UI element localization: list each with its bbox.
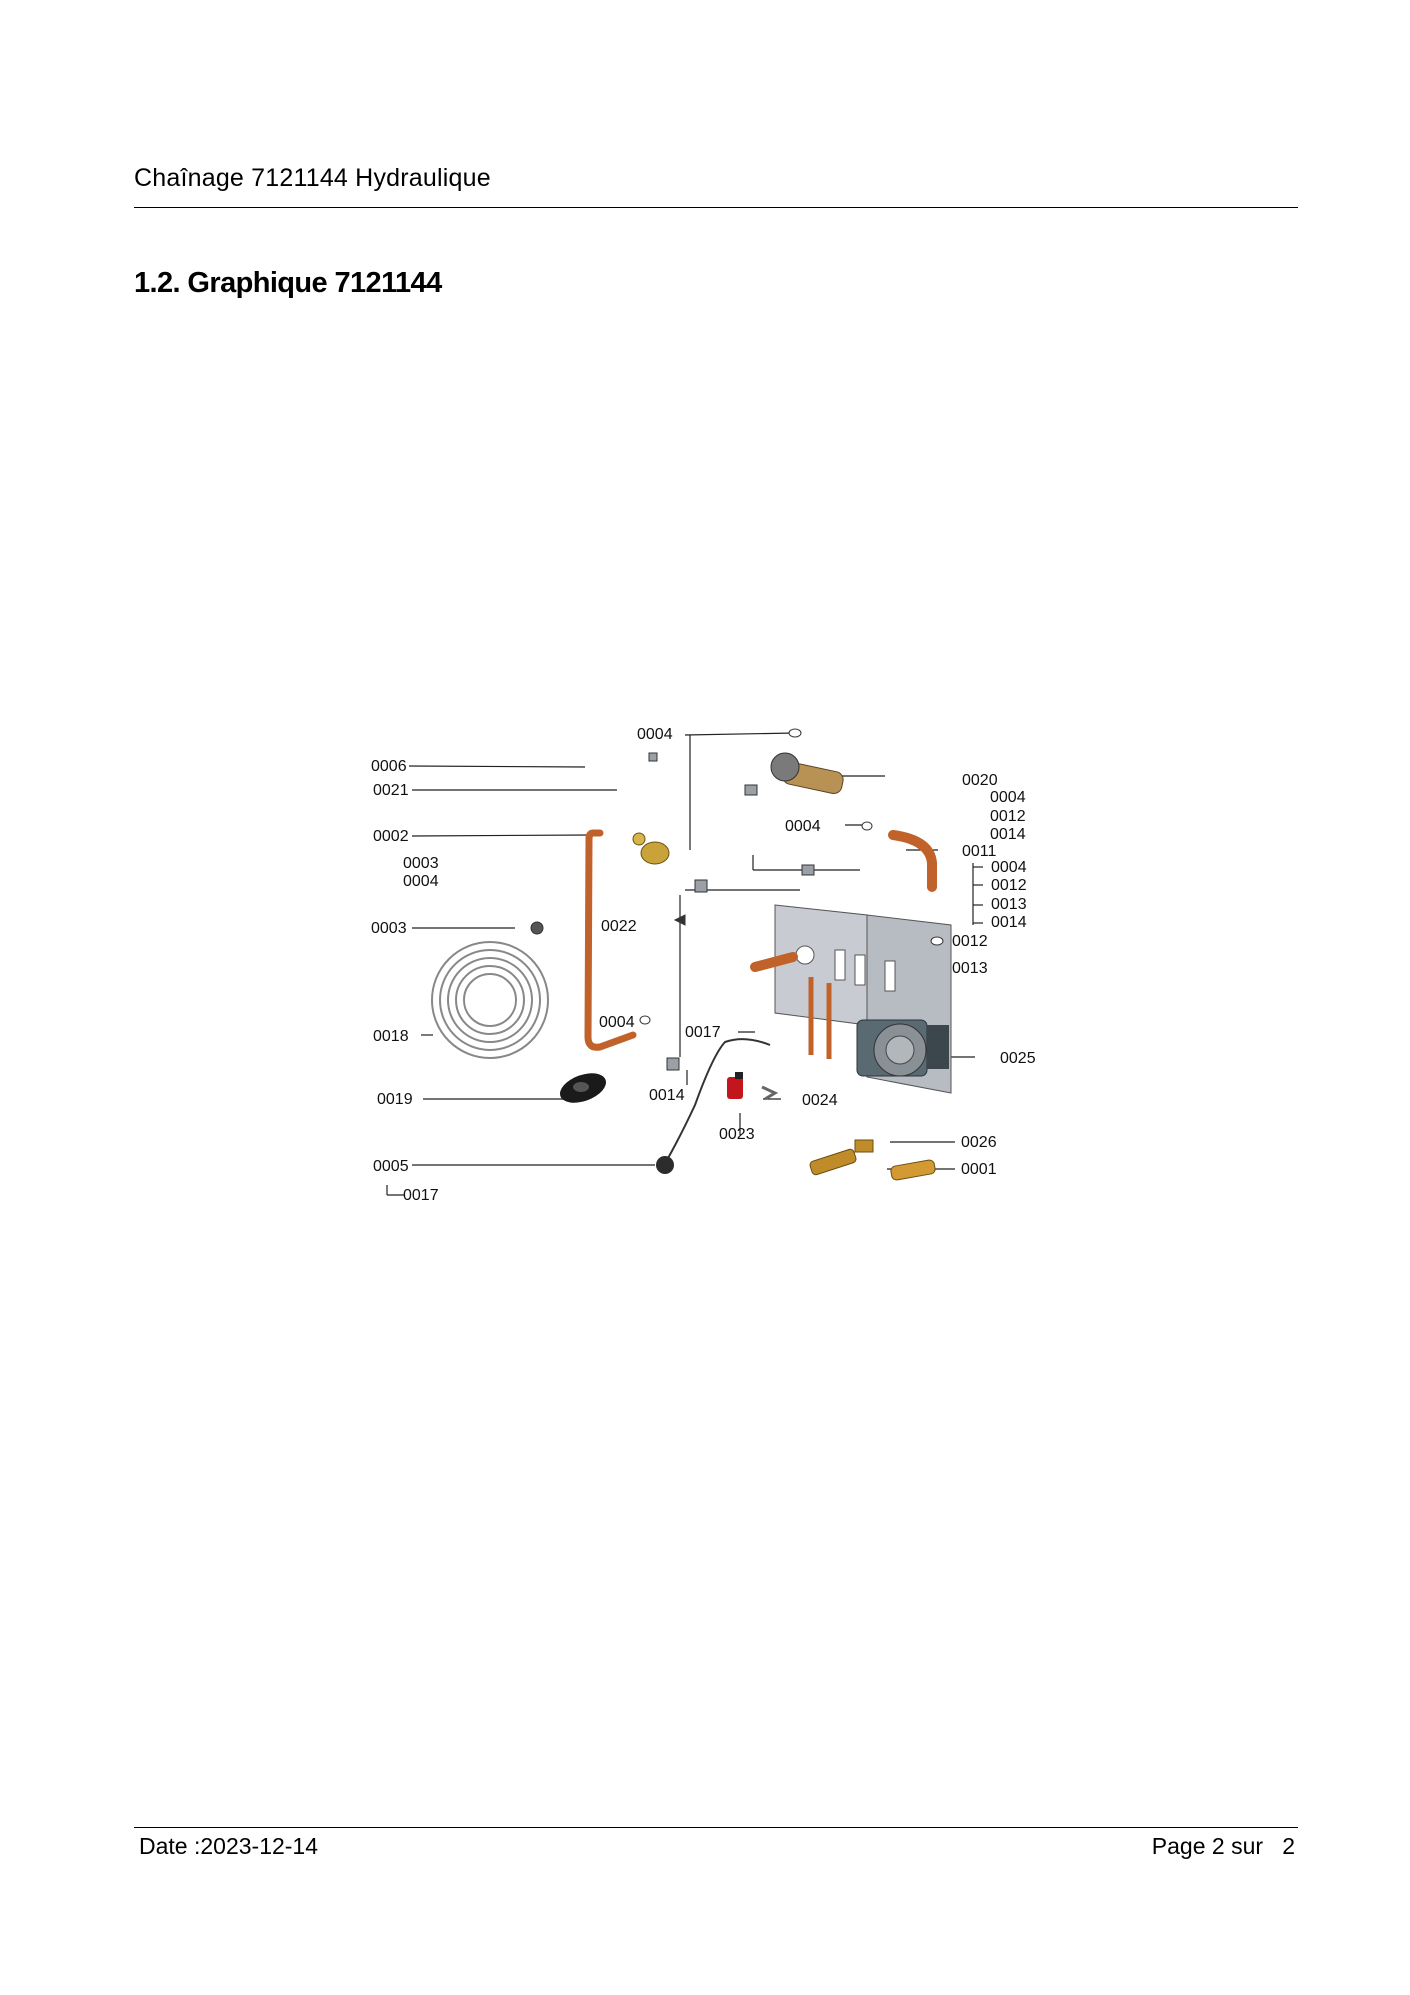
section-heading: 1.2. Graphique 7121144	[134, 267, 442, 299]
part-label: 0025	[1000, 1050, 1036, 1067]
part-label: 0012	[991, 877, 1027, 894]
copper-stub	[750, 952, 798, 972]
part-label: 0018	[373, 1028, 409, 1045]
small-clips	[530, 728, 944, 1071]
coiled-hose	[431, 941, 549, 1059]
brass-fitting	[632, 832, 670, 865]
part-label: 0014	[649, 1087, 685, 1104]
part-label: 0004	[403, 873, 439, 890]
sensor-cable	[666, 1038, 771, 1161]
part-label: 0004	[599, 1014, 635, 1031]
header-divider	[134, 207, 1298, 208]
part-label: 0020	[962, 772, 998, 789]
part-label: 0004	[637, 726, 673, 743]
copper-risers	[808, 977, 832, 1059]
footer-divider	[134, 1827, 1298, 1828]
red-valve	[727, 1072, 743, 1099]
part-label: 0013	[952, 960, 988, 977]
part-label: 0003	[403, 855, 439, 872]
part-label: 0026	[961, 1134, 997, 1151]
part-label: 0001	[961, 1161, 997, 1178]
footer-page-number: Page 2 sur 2	[1151, 1833, 1295, 1859]
brass-fittings-bottom	[809, 1139, 936, 1181]
clip-0024	[761, 1085, 779, 1101]
cable-nut	[656, 1156, 674, 1174]
part-label: 0014	[991, 914, 1027, 931]
copper-pipe	[584, 829, 637, 1051]
part-label: 0022	[601, 918, 637, 935]
exploded-parts-diagram: 0004 0006 0021 0002 0003 0004 0003 0022 …	[355, 715, 1065, 1215]
document-header-title: Chaînage 7121144 Hydraulique	[134, 164, 491, 192]
part-label: 0021	[373, 782, 409, 799]
part-labels: 0004 0006 0021 0002 0003 0004 0003 0022 …	[371, 726, 1036, 1204]
part-label: 0002	[373, 828, 409, 845]
part-label: 0019	[377, 1091, 413, 1108]
part-label: 0012	[990, 808, 1026, 825]
part-label: 0004	[991, 859, 1027, 876]
part-label: 0004	[785, 818, 821, 835]
part-label: 0003	[371, 920, 407, 937]
black-grommet	[560, 1073, 606, 1103]
part-label: 0006	[371, 758, 407, 775]
part-label: 0017	[685, 1024, 721, 1041]
part-label: 0012	[952, 933, 988, 950]
part-label: 0005	[373, 1158, 409, 1175]
part-label: 0017	[403, 1187, 439, 1204]
part-label: 0004	[990, 789, 1026, 806]
circulator-pump	[856, 1019, 949, 1077]
valve-body	[770, 752, 844, 795]
part-label: 0011	[962, 843, 997, 860]
copper-elbow	[888, 830, 937, 892]
footer-date: Date :2023-12-14	[139, 1833, 319, 1859]
part-label: 0014	[990, 826, 1026, 843]
part-label: 0024	[802, 1092, 838, 1109]
part-label: 0023	[719, 1126, 755, 1143]
part-label: 0013	[991, 896, 1027, 913]
